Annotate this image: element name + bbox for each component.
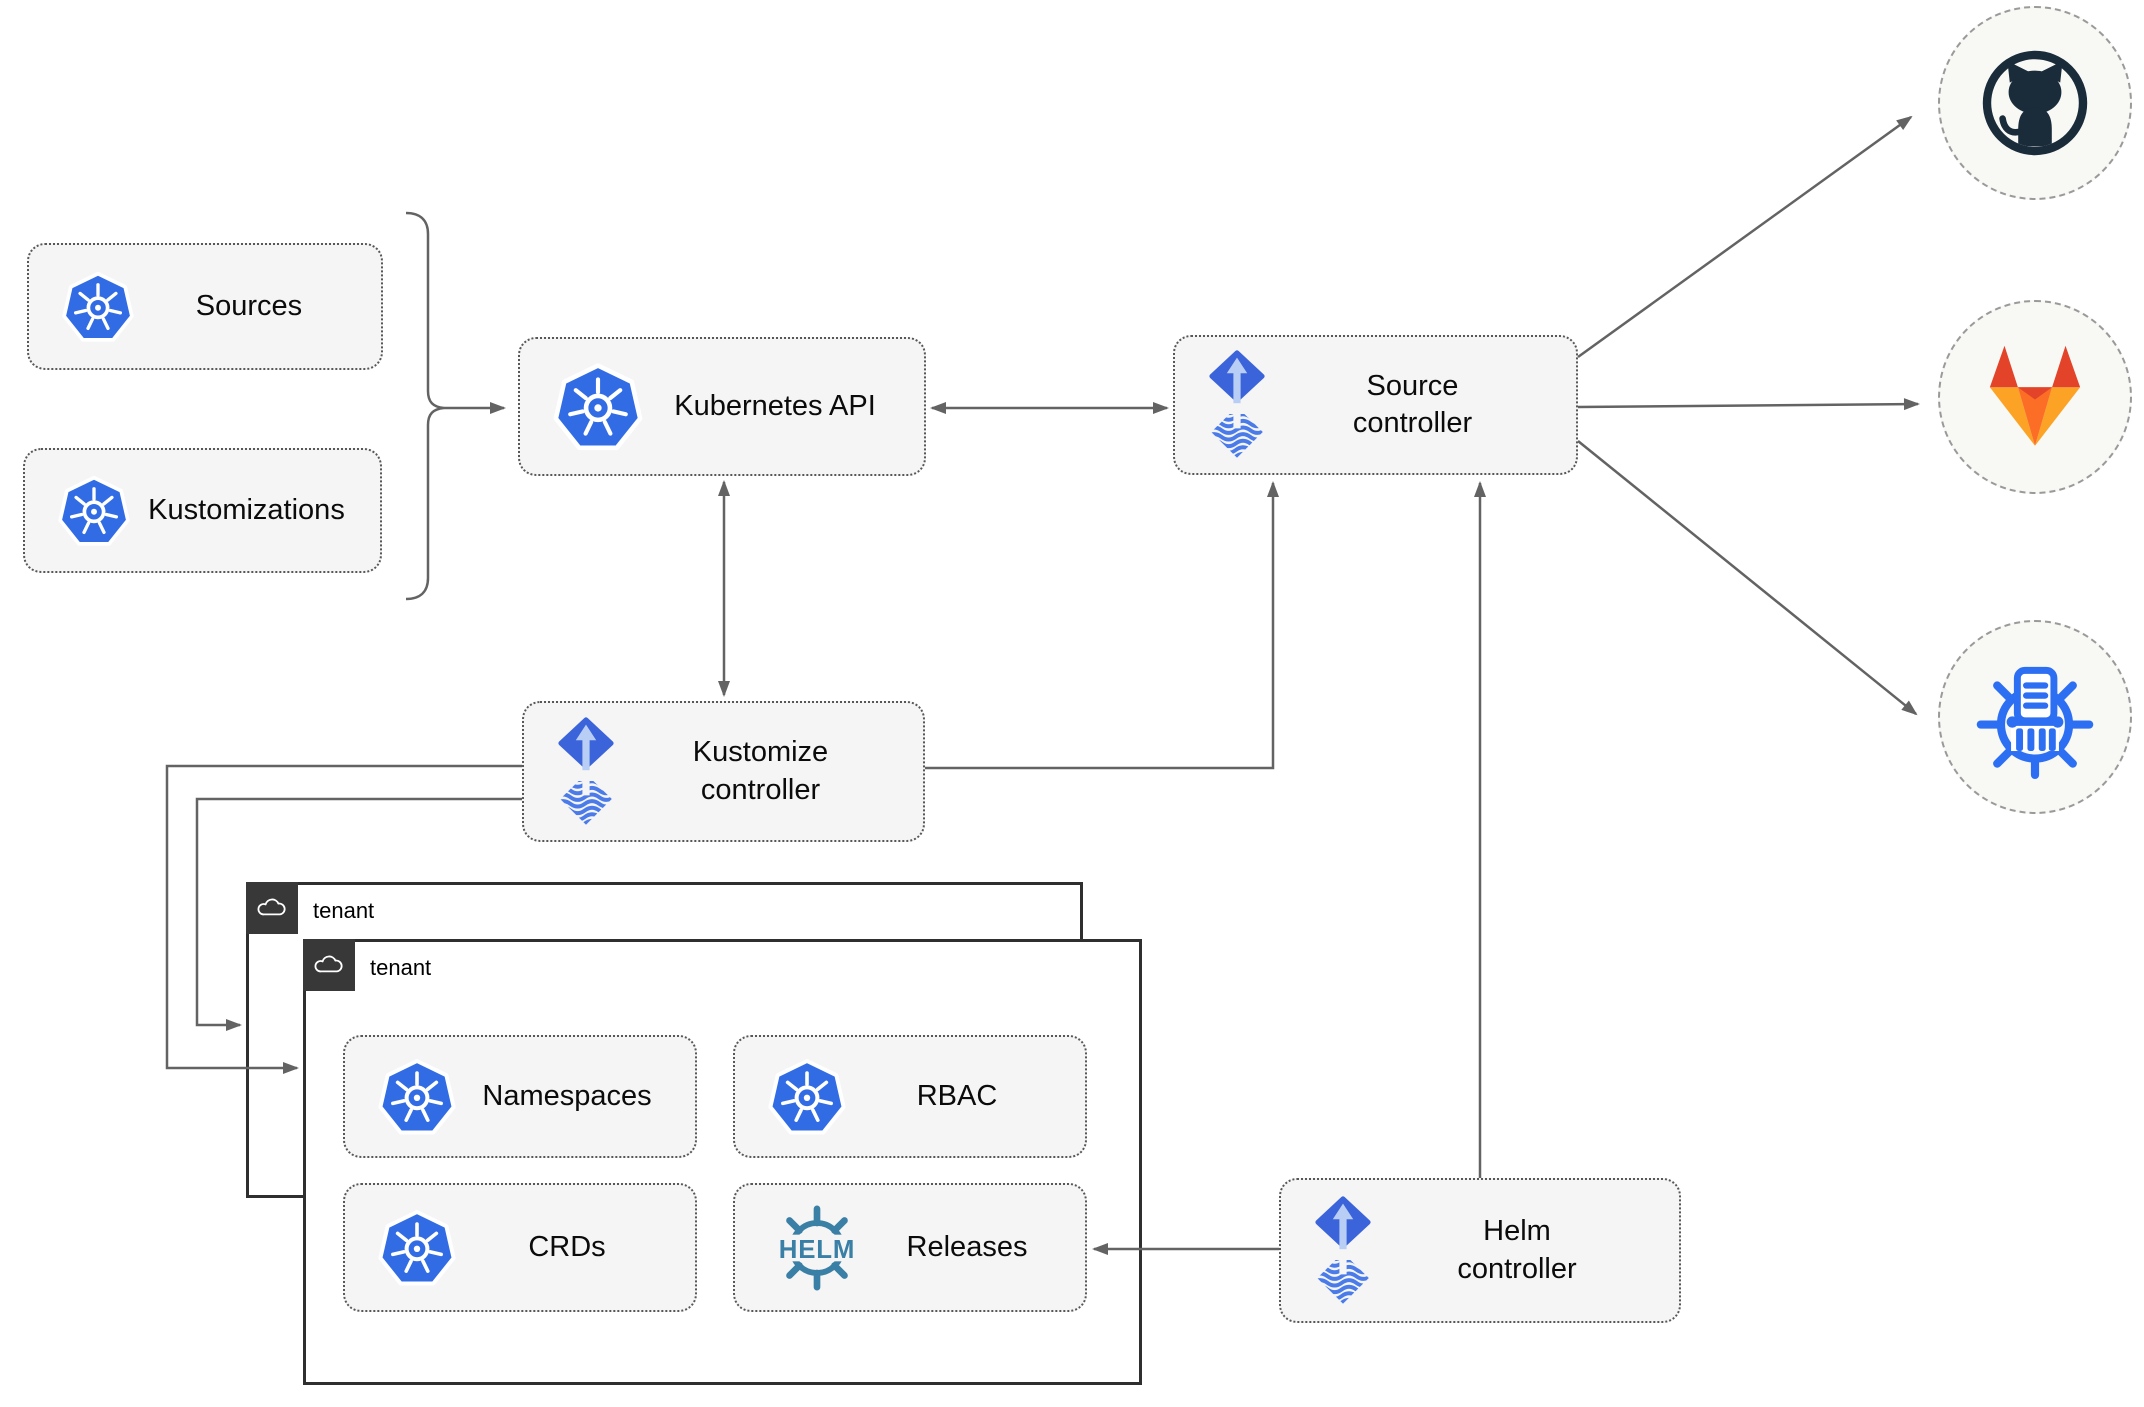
node-helm-controller-label: Helm controller [1457, 1215, 1577, 1285]
kubernetes-icon [552, 361, 644, 453]
endpoint-gitlab [1938, 300, 2132, 494]
node-rbac-label: RBAC [916, 1079, 998, 1112]
grouping-brace [405, 211, 445, 601]
endpoint-helm-repository [1938, 620, 2132, 814]
edge-source-controller-to-helm-repository [1577, 440, 1918, 716]
kubernetes-icon [377, 1057, 457, 1137]
helm-logo-text: HELM [779, 1236, 856, 1264]
kubernetes-icon [57, 474, 131, 548]
tenant-front-label: tenant [370, 955, 432, 980]
tenant-box-front: tenant [303, 939, 1142, 1385]
node-namespaces: Namespaces [343, 1035, 697, 1158]
flux-icon [1313, 1194, 1373, 1308]
node-source-controller-label: Source controller [1352, 369, 1473, 439]
node-kubernetes-api: Kubernetes API [518, 337, 926, 476]
gitlab-icon [1989, 345, 2081, 446]
tenant-back-label: tenant [313, 898, 375, 923]
node-sources-label: Sources [195, 289, 303, 322]
kubernetes-icon [377, 1208, 457, 1288]
node-kustomizations-label: Kustomizations [148, 493, 345, 526]
flux-icon [556, 715, 616, 829]
node-kustomize-controller: Kustomize controller [522, 701, 925, 842]
node-kustomizations: Kustomizations [23, 448, 382, 573]
kubernetes-icon [767, 1057, 847, 1137]
node-kubernetes-api-label: Kubernetes API [674, 389, 876, 422]
edge-kustomize-to-source-controller [925, 481, 1279, 770]
node-releases: HELM Releases [733, 1183, 1087, 1312]
helm-icon: HELM [772, 1205, 862, 1290]
cloud-icon [252, 888, 292, 928]
kubernetes-icon [61, 270, 135, 344]
node-helm-controller: Helm controller [1279, 1178, 1681, 1323]
node-crds-label: CRDs [528, 1230, 606, 1263]
edge-source-controller-to-gitlab [1577, 398, 1920, 411]
node-crds: CRDs [343, 1183, 697, 1312]
cloud-icon [309, 945, 349, 985]
endpoint-github [1938, 6, 2132, 200]
node-releases-label: Releases [906, 1230, 1028, 1263]
node-kustomize-controller-label: Kustomize controller [692, 736, 829, 806]
edge-source-controller-to-github [1577, 115, 1913, 359]
helm-repository-museum-icon [1976, 666, 2094, 780]
node-namespaces-label: Namespaces [482, 1079, 652, 1112]
tenant-front-header [303, 939, 355, 991]
flux-icon [1207, 348, 1267, 462]
github-icon [1982, 50, 2088, 156]
node-source-controller: Source controller [1173, 335, 1578, 475]
tenant-back-header [246, 882, 298, 934]
node-sources: Sources [27, 243, 383, 370]
node-rbac: RBAC [733, 1035, 1087, 1158]
